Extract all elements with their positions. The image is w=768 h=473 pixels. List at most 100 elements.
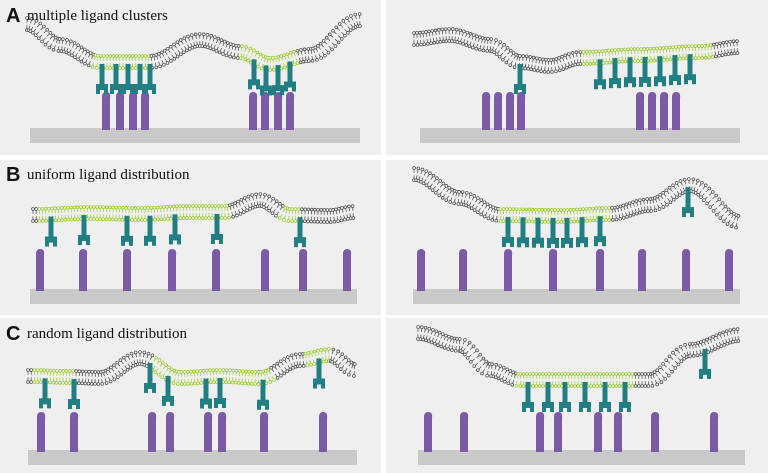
- ligand-icon: [682, 249, 691, 291]
- receptor-icon: [96, 64, 108, 94]
- ligand-icon: [554, 412, 563, 452]
- panel-3-scene: [30, 192, 357, 304]
- substrate-icon: [30, 128, 360, 143]
- ligand-icon: [648, 92, 657, 130]
- ligand-icon: [506, 92, 515, 130]
- ligand-icon: [660, 92, 669, 130]
- receptor-icon: [144, 362, 156, 393]
- receptor-icon: [144, 215, 156, 246]
- receptor-icon: [214, 378, 226, 408]
- receptor-icon: [272, 65, 284, 96]
- panel-4-scene: [412, 166, 741, 304]
- panel-5-background: [0, 318, 381, 473]
- lipid-bilayer-icon: [25, 12, 362, 72]
- receptor-icon: [559, 382, 571, 412]
- receptor-icon: [502, 217, 514, 248]
- receptor-icon: [514, 64, 526, 94]
- receptor-icon: [669, 55, 681, 86]
- ligand-icon: [123, 249, 132, 291]
- panel-5-scene: [26, 347, 357, 465]
- ligand-group: [424, 412, 719, 452]
- ligand-icon: [212, 249, 221, 291]
- ligand-icon: [596, 249, 605, 291]
- receptor-icon: [284, 61, 296, 92]
- receptor-icon: [248, 59, 260, 90]
- ligand-icon: [614, 412, 623, 452]
- substrate-icon: [30, 289, 357, 304]
- receptor-group: [514, 54, 696, 94]
- receptor-icon: [121, 215, 133, 246]
- ligand-group: [36, 249, 352, 291]
- receptor-icon: [78, 215, 90, 246]
- receptor-icon: [579, 382, 591, 412]
- lipid-bilayer-icon: [416, 325, 741, 388]
- panel-b-label: B: [6, 164, 20, 186]
- ligand-icon: [517, 92, 526, 130]
- receptor-icon: [594, 216, 606, 247]
- ligand-icon: [261, 92, 270, 130]
- substrate-icon: [420, 128, 740, 143]
- ligand-icon: [79, 249, 88, 291]
- receptor-icon: [624, 57, 636, 88]
- receptor-icon: [517, 217, 529, 248]
- receptor-icon: [260, 65, 272, 96]
- ligand-icon: [286, 92, 295, 130]
- panel-6-scene: [416, 325, 745, 465]
- ligand-icon: [504, 249, 513, 291]
- receptor-icon: [619, 382, 631, 412]
- ligand-icon: [166, 412, 175, 452]
- receptor-icon: [654, 56, 666, 87]
- ligand-icon: [319, 412, 328, 452]
- ligand-icon: [274, 92, 283, 130]
- receptor-icon: [576, 217, 588, 248]
- substrate-icon: [413, 289, 740, 304]
- receptor-icon: [257, 379, 269, 410]
- panel-6-background: [386, 318, 768, 473]
- panel-b-title: uniform ligand distribution: [27, 167, 190, 183]
- ligand-icon: [168, 249, 177, 291]
- receptor-icon: [200, 378, 212, 409]
- receptor-icon: [639, 56, 651, 87]
- panel-c-title: random ligand distribution: [27, 326, 187, 342]
- receptor-icon: [294, 217, 306, 248]
- panel-a-label: A: [6, 5, 20, 27]
- ligand-icon: [343, 249, 352, 291]
- receptor-group: [522, 348, 711, 412]
- receptor-icon: [522, 382, 534, 412]
- receptor-group: [96, 59, 296, 96]
- receptor-icon: [599, 382, 611, 412]
- receptor-icon: [169, 214, 181, 245]
- receptor-group: [39, 358, 325, 410]
- ligand-icon: [102, 92, 111, 130]
- ligand-icon: [672, 92, 681, 130]
- receptor-icon: [122, 64, 134, 94]
- ligand-icon: [636, 92, 645, 130]
- receptor-icon: [45, 216, 57, 247]
- receptor-group: [502, 187, 694, 248]
- receptor-icon: [39, 378, 51, 409]
- ligand-icon: [148, 412, 157, 452]
- panel-a-title: multiple ligand clusters: [27, 8, 168, 24]
- ligand-icon: [460, 412, 469, 452]
- lipid-bilayer-icon: [26, 347, 357, 386]
- ligand-icon: [494, 92, 503, 130]
- ligand-icon: [299, 249, 308, 291]
- receptor-icon: [547, 217, 559, 248]
- ligand-icon: [638, 249, 647, 291]
- receptor-icon: [211, 214, 223, 244]
- ligand-icon: [651, 412, 660, 452]
- panel-1-scene: [25, 12, 362, 143]
- ligand-icon: [204, 412, 213, 452]
- ligand-icon: [594, 412, 603, 452]
- ligand-icon: [141, 92, 150, 130]
- ligand-icon: [218, 412, 227, 452]
- ligand-group: [482, 92, 681, 130]
- receptor-icon: [594, 59, 606, 90]
- receptor-icon: [561, 217, 573, 248]
- ligand-group: [37, 412, 328, 452]
- ligand-icon: [261, 249, 270, 291]
- receptor-icon: [684, 54, 696, 85]
- ligand-icon: [36, 249, 45, 291]
- receptor-icon: [144, 64, 156, 94]
- receptor-icon: [68, 379, 80, 410]
